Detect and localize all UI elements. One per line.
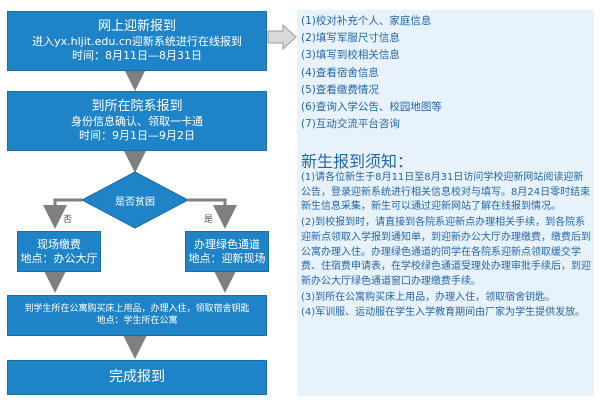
step-item: (1)校对补充个人、家庭信息 bbox=[301, 15, 432, 27]
onsite-line2: 地点：办公大厅 bbox=[20, 251, 98, 265]
onsite-payment-box: 现场缴费 地点：办公大厅 bbox=[17, 231, 101, 272]
step-item: (2)填写军服尺寸信息 bbox=[301, 32, 400, 45]
decision-no-label: 否 bbox=[63, 215, 73, 225]
info-panel bbox=[297, 10, 594, 396]
step-item: (7)互动交流平台咨询 bbox=[301, 118, 400, 131]
online-line2: 时间：8月11日—8月31日 bbox=[72, 49, 202, 63]
notice-title: 新生报到须知： bbox=[301, 152, 414, 171]
notice-body: (1)请各位新生于8月11日至8月31日访问学校迎新网站阅读迎新公告，登录迎新系… bbox=[301, 171, 591, 322]
online-line1: 进入yx.hljit.edu.cn迎新系统进行在线报到 bbox=[32, 35, 242, 49]
online-registration-box: 网上迎新报到 进入yx.hljit.edu.cn迎新系统进行在线报到 时间：8月… bbox=[7, 11, 267, 71]
step-item: (4)查看宿舍信息 bbox=[301, 66, 379, 79]
green-line2: 地点：迎新现场 bbox=[188, 251, 266, 265]
green-channel-box: 办理绿色通道 地点：迎新现场 bbox=[185, 231, 269, 272]
arrive-line1: 身份信息确认、领取一卡通 bbox=[71, 115, 203, 129]
arrow-decision-no bbox=[43, 198, 82, 229]
step-item: (5)查看缴费情况 bbox=[301, 83, 379, 96]
green-line1: 办理绿色通道 bbox=[194, 237, 260, 251]
online-title: 网上迎新报到 bbox=[97, 19, 176, 35]
arrow-decision-yes bbox=[188, 198, 237, 229]
step-item: (3)填写到校相关信息 bbox=[301, 49, 400, 62]
complete-title: 完成报到 bbox=[109, 368, 165, 385]
notice-item: (3)到所在公寓购买床上用品，办理入住，领取宿舍钥匙。 bbox=[301, 291, 556, 303]
arrive-department-box: 到所在院系报到 身份信息确认、领取一卡通 时间：9月1日—9月2日 bbox=[7, 91, 267, 151]
decision-yes-label: 是 bbox=[204, 215, 214, 225]
notice-item: (2)到校报到时，请直接到各院系迎新点办理相关手续，到各院系迎新点领取入学报到通… bbox=[301, 217, 591, 287]
online-steps-list: (1)校对补充个人、家庭信息 (2)填写军服尺寸信息 (3)填写到校相关信息 (… bbox=[301, 13, 591, 133]
complete-registration-box: 完成报到 bbox=[7, 360, 267, 395]
step-item: (6)查询入学公告、校园地图等 bbox=[301, 101, 442, 114]
arrow-to-steps bbox=[267, 23, 297, 51]
decision-diamond bbox=[80, 171, 190, 229]
arrive-title: 到所在院系报到 bbox=[91, 99, 183, 115]
notice-item: (4)军训服、运动服在学生入学教育期间由厂家为学生提供发放。 bbox=[301, 307, 586, 319]
dorm-line2: 地点：学生所在公寓 bbox=[96, 315, 178, 326]
dorm-checkin-box: 到学生所在公寓购买床上用品，办理入住，领取宿舍钥匙 地点：学生所在公寓 bbox=[7, 295, 267, 336]
notice-item: (1)请各位新生于8月11日至8月31日访问学校迎新网站阅读迎新公告，登录迎新系… bbox=[301, 172, 591, 213]
arrive-line2: 时间：9月1日—9月2日 bbox=[79, 129, 195, 143]
dorm-line1: 到学生所在公寓购买床上用品，办理入住，领取宿舍钥匙 bbox=[24, 304, 250, 315]
decision-label: 是否贫困 bbox=[115, 197, 155, 208]
onsite-line1: 现场缴费 bbox=[37, 237, 81, 251]
